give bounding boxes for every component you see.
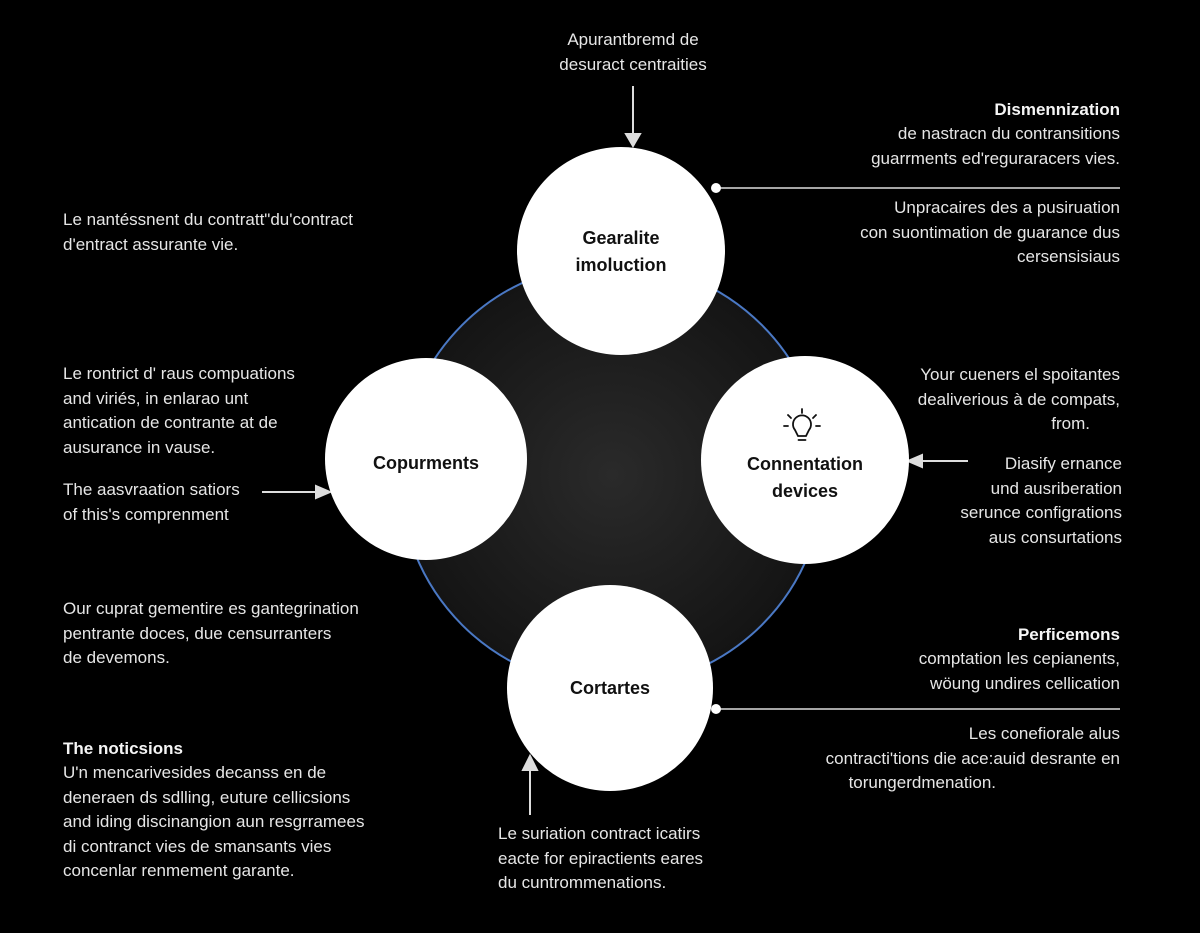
annotation-left-1: Le nantéssnent du contratt"du'contract d… — [63, 210, 353, 254]
node-right-label: Connentation devices — [747, 454, 863, 501]
connector-right-arrow — [905, 453, 968, 469]
node-right — [701, 356, 909, 564]
connector-right-2 — [711, 704, 1120, 714]
connector-top-arrow — [624, 86, 642, 148]
node-top-label: Gearalite imoluction — [575, 228, 667, 275]
annotation-left-5: The noticsions U'n mencarivesides decans… — [63, 739, 365, 880]
lightbulb-icon — [783, 408, 821, 441]
annotation-bottom: Le suriation contract icatirs eacte for … — [498, 824, 704, 892]
annotation-right-5: Perficemons comptation les cepianents, w… — [918, 625, 1120, 693]
center-disc — [400, 263, 824, 687]
annotation-top: Apurantbremd de desuract centraities — [559, 30, 707, 74]
annotation-left-4: Our cuprat gementire es gantegrination p… — [63, 599, 359, 667]
annotation-right-1-heading: Dismennization — [994, 100, 1120, 119]
annotation-right-3: Your cueners el spoitantes dealiverious … — [917, 365, 1120, 433]
node-bottom — [507, 585, 713, 791]
annotation-left-2: Le rontrict d' raus compuations and viri… — [63, 364, 295, 457]
annotation-right-6: Les conefiorale alus contracti'tions die… — [825, 724, 1120, 792]
node-left-label: Copurments — [372, 453, 479, 473]
node-top — [517, 147, 725, 355]
annotation-left-3: The aasvraation satiors of this's compre… — [63, 480, 240, 524]
annotation-right-5-heading: Perficemons — [1017, 625, 1120, 644]
annotation-right-1: Dismennization de nastracn du contransit… — [871, 100, 1120, 168]
node-bottom-label: Cortartes — [569, 678, 651, 698]
annotation-right-4: Diasify ernance und ausriberation serunc… — [960, 454, 1122, 547]
connector-right-1 — [711, 183, 1120, 193]
node-left — [325, 358, 527, 560]
annotation-left-5-heading: The noticsions — [63, 739, 183, 758]
connector-left-arrow — [262, 484, 333, 500]
connector-bottom-arrow — [521, 753, 539, 815]
annotation-right-2: Unpracaires des a pusiruation con suonti… — [860, 198, 1120, 266]
